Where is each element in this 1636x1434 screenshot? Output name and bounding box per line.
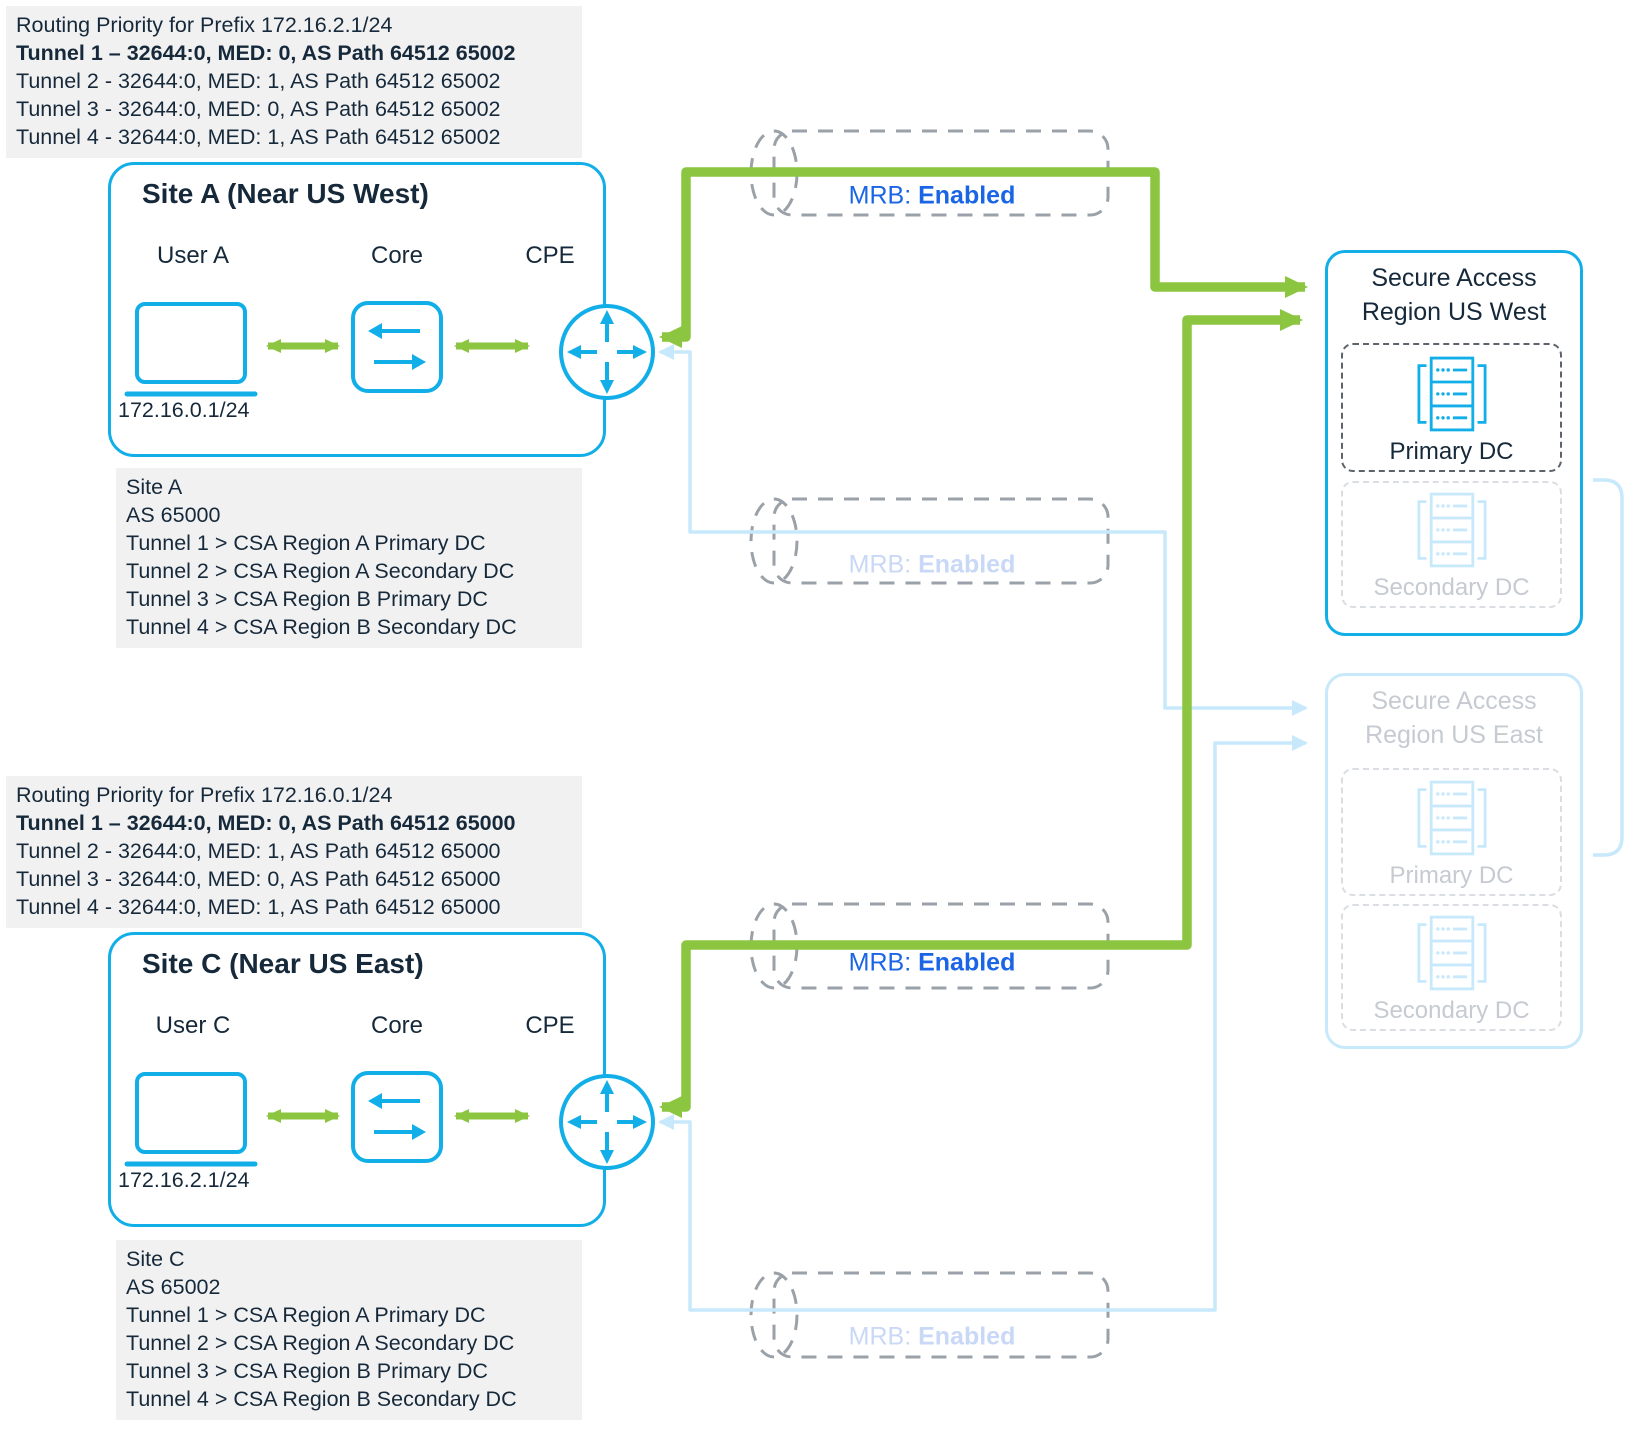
path-site-c-useast [658,735,1308,1312]
mrb-value: Enabled [918,1322,1016,1351]
dc-primary-east-label: Primary DC [1389,862,1514,889]
region-east-title-line1: Secure Access [1371,687,1537,715]
dc-secondary-west: Secondary DC [1341,481,1562,608]
site-a-title: Site A (Near US West) [142,178,429,209]
site-a-prefix: 172.16.0.1/24 [118,398,250,422]
laptop-icon [124,1072,258,1167]
router-icon [559,1074,655,1170]
dc-primary-west: Primary DC [1341,343,1562,472]
lan-links [266,339,530,1123]
detail-line: Tunnel 3 > CSA Region B Primary DC [126,587,488,611]
site-c-details: Site C AS 65002 Tunnel 1 > CSA Region A … [116,1240,582,1420]
mrb-value: Enabled [918,181,1016,210]
site-a-details: Site A AS 65000 Tunnel 1 > CSA Region A … [116,468,582,648]
site-c-core-label: Core [370,1012,424,1039]
routing-tunnel-line: Tunnel 1 – 32644:0, MED: 0, AS Path 6451… [16,41,516,65]
detail-line: AS 65002 [126,1275,221,1299]
switch-icon [351,301,443,393]
dc-primary-east: Primary DC [1341,768,1562,896]
routing-tunnel-line: Tunnel 4 - 32644:0, MED: 1, AS Path 6451… [16,125,501,149]
detail-line: Tunnel 3 > CSA Region B Primary DC [126,1359,488,1383]
site-a-cpe-label: CPE [525,242,575,269]
routing-tunnel-line: Tunnel 2 - 32644:0, MED: 1, AS Path 6451… [16,839,501,863]
laptop-icon [124,302,258,397]
region-west-title-line2: Region US West [1361,298,1547,326]
dc-secondary-east: Secondary DC [1341,904,1562,1031]
region-east-title: Secure Access Region US East [1328,684,1580,752]
server-icon [1416,356,1487,432]
mrb-value: Enabled [918,948,1016,977]
mrb-label-tunnel-1: MRB: Enabled [849,182,1016,211]
routing-title: Routing Priority for Prefix 172.16.2.1/2… [16,13,393,37]
mrb-prefix: MRB: [848,181,912,210]
detail-line: Site A [126,475,183,499]
mrb-value: Enabled [918,550,1016,579]
region-west-title-line1: Secure Access [1371,264,1537,292]
routing-tunnel-line: Tunnel 4 - 32644:0, MED: 1, AS Path 6451… [16,895,501,919]
routing-title: Routing Priority for Prefix 172.16.0.1/2… [16,783,393,807]
path-site-a-useast [658,344,1308,716]
dc-primary-west-label: Primary DC [1389,438,1514,465]
site-c-user-label: User C [155,1012,231,1039]
detail-line: Tunnel 1 > CSA Region A Primary DC [126,1303,486,1327]
server-icon [1416,915,1487,991]
detail-line: Tunnel 2 > CSA Region A Secondary DC [126,1331,515,1355]
region-interconnect-line [1593,478,1624,857]
detail-line: AS 65000 [126,503,221,527]
detail-line: Site C [126,1247,185,1271]
server-icon [1416,780,1487,856]
switch-icon [351,1071,443,1163]
dc-secondary-east-label: Secondary DC [1373,997,1530,1024]
detail-line: Tunnel 1 > CSA Region A Primary DC [126,531,486,555]
routing-tunnel-line: Tunnel 3 - 32644:0, MED: 0, AS Path 6451… [16,97,501,121]
routing-priority-site-c-prefix: Routing Priority for Prefix 172.16.2.1/2… [6,6,582,158]
server-icon [1416,492,1487,568]
mrb-label-tunnel-2: MRB: Enabled [849,551,1016,580]
router-icon [559,304,655,400]
region-us-east-box: Secure Access Region US East Primary DC [1325,673,1583,1049]
site-a-user-label: User A [156,242,230,269]
mrb-prefix: MRB: [848,550,912,579]
mrb-label-tunnel-3: MRB: Enabled [849,949,1016,978]
routing-priority-site-a-prefix: Routing Priority for Prefix 172.16.0.1/2… [6,776,582,928]
routing-tunnel-line: Tunnel 2 - 32644:0, MED: 1, AS Path 6451… [16,69,501,93]
region-us-west-box: Secure Access Region US West Primary DC [1325,250,1583,636]
dc-secondary-west-label: Secondary DC [1373,574,1530,601]
mrb-label-tunnel-4: MRB: Enabled [849,1323,1016,1352]
site-c-cpe-label: CPE [525,1012,575,1039]
routing-tunnel-line: Tunnel 1 – 32644:0, MED: 0, AS Path 6451… [16,811,516,835]
mrb-prefix: MRB: [848,1322,912,1351]
region-east-title-line2: Region US East [1365,721,1543,749]
tunnel-4 [749,1271,1110,1359]
routing-tunnel-line: Tunnel 3 - 32644:0, MED: 0, AS Path 6451… [16,867,501,891]
detail-line: Tunnel 4 > CSA Region B Secondary DC [126,615,517,639]
site-c-title: Site C (Near US East) [142,948,424,979]
detail-line: Tunnel 2 > CSA Region A Secondary DC [126,559,515,583]
region-west-title: Secure Access Region US West [1328,261,1580,329]
detail-line: Tunnel 4 > CSA Region B Secondary DC [126,1387,517,1411]
path-site-c-uswest [659,309,1303,1118]
site-c-prefix: 172.16.2.1/24 [118,1168,250,1192]
mrb-prefix: MRB: [848,948,912,977]
site-a-core-label: Core [370,242,424,269]
